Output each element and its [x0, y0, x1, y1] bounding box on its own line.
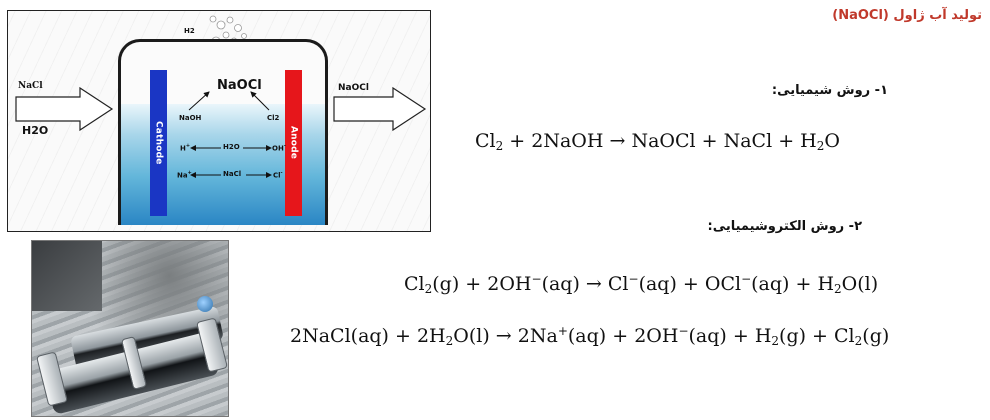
outlet-arrow — [333, 86, 427, 132]
h2o-mid-label: H2O — [223, 143, 240, 151]
equation-chemical: Cl2 + 2NaOH → NaOCl + NaCl + H2O — [475, 130, 840, 153]
equation-electrochemical-2: 2NaCl(aq) + 2H2O(l) → 2Na+(aq) + 2OH−(aq… — [290, 324, 890, 348]
inlet-arrow — [15, 86, 114, 132]
cl-minus-label: Cl- — [273, 170, 283, 180]
h2-top-label: H2 — [184, 27, 195, 35]
h-plus-label: H+ — [180, 143, 191, 153]
naocl-product: NaOCl — [217, 78, 262, 93]
page-title: تولید آب ژاول (NaOCl) — [832, 8, 982, 23]
electrolyzer-photo — [31, 240, 229, 417]
cathode-label: Cathode — [153, 121, 164, 165]
oh-minus-label: OH- — [272, 143, 286, 153]
cathode-electrode: Cathode — [150, 70, 167, 216]
chemical-method-heading: ۱- روش شیمیایی: — [771, 83, 888, 98]
h2o-inlet-label: H2O — [22, 124, 49, 137]
na-plus-label: Na+ — [177, 170, 192, 180]
anode-electrode: Anode — [285, 70, 302, 216]
nacl-mid-label: NaCl — [223, 170, 242, 178]
naoh-label: NaOH — [179, 114, 202, 122]
flow-arrows — [15, 15, 427, 132]
nacl-inlet-label: NaCl — [18, 81, 43, 91]
reaction-arrows — [188, 91, 272, 178]
electrolysis-diagram: Cathode Anode NaOCl NaOH Cl2 H+ H2O OH- … — [7, 10, 431, 232]
equation-electrochemical-1: Cl2(g) + 2OH−(aq) → Cl−(aq) + OCl−(aq) +… — [404, 272, 879, 296]
naocl-outlet-label: NaOCl — [338, 83, 369, 93]
cl2-label: Cl2 — [267, 114, 280, 122]
electrolysis-tank: Cathode Anode NaOCl NaOH Cl2 H+ H2O OH- … — [118, 39, 328, 225]
anode-label: Anode — [288, 126, 299, 160]
electrochemical-method-heading: ۲- روش الکتروشیمیایی: — [707, 219, 863, 234]
